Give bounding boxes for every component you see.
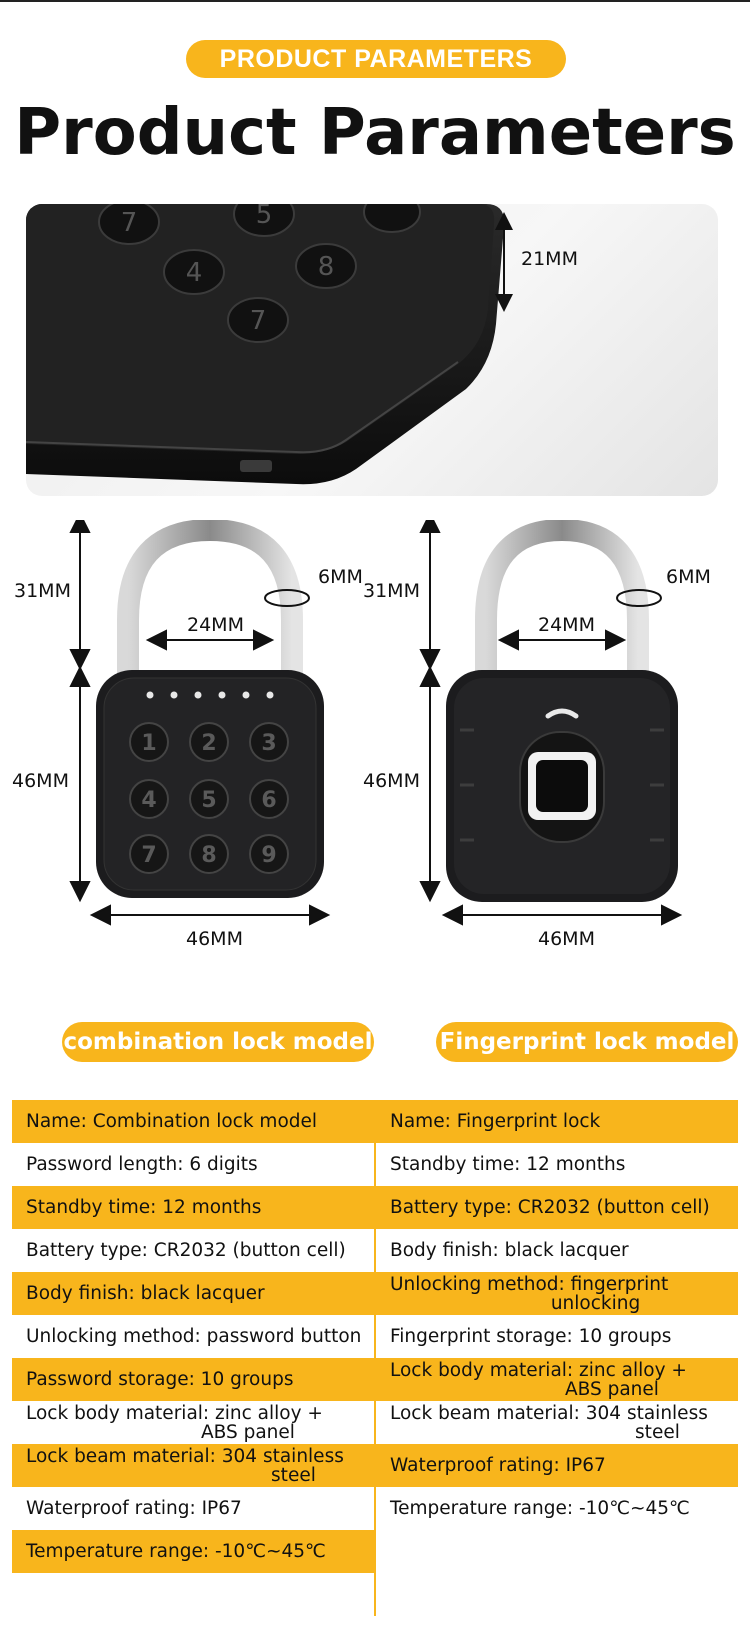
- combination-model-badge: combination lock model: [62, 1022, 374, 1062]
- spec-text: Battery type: CR2032 (button cell): [390, 1197, 710, 1218]
- spec-row: Lock body material: zinc alloy +ABS pane…: [376, 1358, 738, 1401]
- page-title: Product Parameters: [14, 96, 736, 170]
- spec-row: Standby time: 12 months: [376, 1143, 738, 1186]
- spec-text: Waterproof rating: IP67: [26, 1498, 242, 1519]
- right-body-width-label: 46MM: [538, 928, 595, 950]
- spec-text-line: Unlocking method: fingerprint: [390, 1273, 669, 1295]
- keypad-digit: 1: [141, 731, 156, 756]
- spec-text: Unlocking method: password button: [26, 1326, 362, 1347]
- spec-text: Body finish: black lacquer: [390, 1240, 629, 1261]
- spec-row: Fingerprint storage: 10 groups: [376, 1315, 738, 1358]
- spec-text: Standby time: 12 months: [390, 1154, 626, 1175]
- spec-text: Password storage: 10 groups: [26, 1369, 294, 1390]
- spec-text: Battery type: CR2032 (button cell): [26, 1240, 346, 1261]
- spec-row: Temperature range: -10℃~45℃: [12, 1530, 374, 1573]
- left-shackle-width-label: 24MM: [187, 614, 244, 636]
- spec-text-line: Lock body material: zinc alloy +: [390, 1359, 687, 1381]
- keypad-digit: 9: [261, 843, 276, 868]
- keypad-digit: 7: [141, 843, 156, 868]
- spec-row: Waterproof rating: IP67: [12, 1487, 374, 1530]
- keypad-digit: 6: [261, 788, 276, 813]
- spec-row: Name: Combination lock model: [12, 1100, 374, 1143]
- spec-text: Password length: 6 digits: [26, 1154, 258, 1175]
- section-badge: PRODUCT PARAMETERS: [186, 40, 566, 78]
- spec-row: Temperature range: -10℃~45℃: [376, 1487, 738, 1530]
- spec-row: Password storage: 10 groups: [12, 1358, 374, 1401]
- spec-text-line: steel: [635, 1421, 680, 1443]
- spec-text: Waterproof rating: IP67: [390, 1455, 606, 1476]
- keypad-digit: 5: [201, 788, 216, 813]
- spec-text: Temperature range: -10℃~45℃: [26, 1541, 326, 1562]
- spec-text: Name: Fingerprint lock: [390, 1111, 601, 1132]
- fingerprint-model-badge: Fingerprint lock model: [436, 1022, 738, 1062]
- right-shackle-height-label: 31MM: [363, 580, 420, 602]
- svg-text:7: 7: [250, 306, 267, 336]
- spec-text: Body finish: black lacquer: [26, 1283, 265, 1304]
- keypad-digit: 3: [261, 731, 276, 756]
- svg-text:8: 8: [318, 252, 335, 282]
- keypad-digit: 8: [201, 843, 216, 868]
- spec-text: Fingerprint storage: 10 groups: [390, 1326, 672, 1347]
- svg-text:7: 7: [121, 208, 138, 238]
- combination-lock-illustration: 1 2 3 4 5 6 7 8 9: [96, 520, 324, 898]
- lock-dimension-diagram: 1 2 3 4 5 6 7 8 9: [69, 520, 683, 926]
- left-body-height-label: 46MM: [12, 770, 69, 792]
- spec-row: Password length: 6 digits: [12, 1143, 374, 1186]
- spec-row: Waterproof rating: IP67: [376, 1444, 738, 1487]
- right-body-height-label: 46MM: [363, 770, 420, 792]
- spec-text: Temperature range: -10℃~45℃: [390, 1498, 690, 1519]
- spec-text-line: ABS panel: [200, 1421, 295, 1443]
- fingerprint-lock-illustration: [446, 520, 678, 902]
- spec-row: Name: Fingerprint lock: [376, 1100, 738, 1143]
- spec-text-line: Lock beam material: 304 stainless: [26, 1445, 344, 1467]
- spec-row: Standby time: 12 months: [12, 1186, 374, 1229]
- spec-row: Unlocking method: password button: [12, 1315, 374, 1358]
- lock-closeup-illustration: 7 5 4 8 7: [26, 204, 513, 485]
- left-shackle-diameter-label: 6MM: [318, 566, 363, 588]
- lock-closeup-photo: 7 5 4 8 7 21MM: [26, 204, 718, 496]
- spec-text-line: unlocking: [550, 1292, 641, 1314]
- spec-row: Body finish: black lacquer: [12, 1272, 374, 1315]
- thickness-label: 21MM: [521, 248, 578, 270]
- spec-text: Name: Combination lock model: [26, 1111, 318, 1132]
- svg-text:5: 5: [256, 204, 273, 230]
- right-shackle-diameter-label: 6MM: [666, 566, 711, 588]
- spec-text: Standby time: 12 months: [26, 1197, 262, 1218]
- left-body-width-label: 46MM: [186, 928, 243, 950]
- spec-text-line: steel: [271, 1464, 316, 1486]
- left-shackle-height-label: 31MM: [14, 580, 71, 602]
- keypad-digit: 4: [141, 788, 156, 813]
- spec-row: Body finish: black lacquer: [376, 1229, 738, 1272]
- spec-text-line: Lock beam material: 304 stainless: [390, 1402, 708, 1424]
- spec-row: Battery type: CR2032 (button cell): [12, 1229, 374, 1272]
- spec-text-line: ABS panel: [564, 1378, 659, 1400]
- right-shackle-width-label: 24MM: [538, 614, 595, 636]
- top-border-line: [0, 0, 750, 2]
- column-divider: [374, 1100, 376, 1616]
- spec-text-line: Lock body material: zinc alloy +: [26, 1402, 323, 1424]
- spec-text: Lock body material: zinc alloy +ABS pane…: [26, 1404, 323, 1442]
- keypad-digit: 2: [201, 731, 216, 756]
- spec-text: Lock body material: zinc alloy +ABS pane…: [390, 1361, 687, 1399]
- spec-row: Lock body material: zinc alloy +ABS pane…: [12, 1401, 374, 1444]
- svg-text:4: 4: [186, 258, 203, 288]
- spec-row: Battery type: CR2032 (button cell): [376, 1186, 738, 1229]
